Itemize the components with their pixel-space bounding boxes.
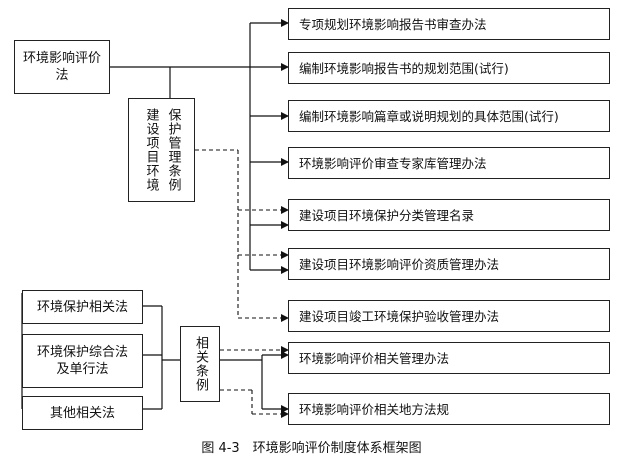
node-label: 相关条例: [193, 336, 208, 392]
regulation-dashed-connectors: [195, 149, 289, 322]
node-construction-project-regulation: 建设项目环境 保护管理条例: [128, 98, 195, 202]
figure-caption: 图 4-3 环境影响评价制度体系框架图: [201, 441, 422, 456]
node-env-impact-assessment-law: 环境影响评价法: [14, 40, 110, 94]
node-label: 建设项目环境保护分类管理名录: [299, 207, 475, 223]
node-right-9: 环境影响评价相关地方法规: [288, 393, 610, 425]
node-label: 其他相关法: [49, 405, 115, 421]
node-label: 环境保护相关法: [36, 299, 128, 315]
node-label: 编制环境影响报告书的规划范围(试行): [299, 60, 509, 76]
node-related-regulation: 相关条例: [180, 326, 220, 402]
node-label: 环境影响评价法: [23, 51, 102, 83]
node-right-5: 建设项目环境保护分类管理名录: [288, 199, 610, 231]
node-label: 编制环境影响篇章或说明规划的具体范围(试行): [299, 108, 559, 124]
node-right-2: 编制环境影响报告书的规划范围(试行): [288, 52, 610, 84]
law-solid-connectors: [110, 19, 289, 274]
related-regulation-dashed-connectors: [220, 346, 289, 418]
node-label: 环境保护综合法及单行法: [36, 345, 128, 377]
node-right-6: 建设项目环境影响评价资质管理办法: [288, 248, 610, 280]
related-regulation-connectors: [220, 351, 289, 413]
node-right-7: 建设项目竣工环境保护验收管理办法: [288, 300, 610, 332]
node-env-comprehensive-law: 环境保护综合法及单行法: [22, 334, 143, 388]
node-label: 建设项目环境影响评价资质管理办法: [299, 256, 500, 272]
node-label: 专项规划环境影响报告书审查办法: [299, 16, 487, 32]
node-other-related-law: 其他相关法: [22, 396, 143, 430]
node-right-8: 环境影响评价相关管理办法: [288, 342, 610, 374]
node-label: 环境影响评价审查专家库管理办法: [299, 155, 487, 171]
node-right-4: 环境影响评价审查专家库管理办法: [288, 147, 610, 179]
node-right-3: 编制环境影响篇章或说明规划的具体范围(试行): [288, 100, 610, 132]
node-label-column-1: 保护管理条例: [165, 108, 181, 192]
node-right-1: 专项规划环境影响报告书审查办法: [288, 8, 610, 40]
node-env-related-law: 环境保护相关法: [22, 290, 143, 324]
node-label: 环境影响评价相关地方法规: [299, 401, 450, 417]
node-label: 建设项目竣工环境保护验收管理办法: [299, 308, 500, 324]
node-label: 环境影响评价相关管理办法: [299, 350, 450, 366]
node-label-column-2: 建设项目环境: [143, 108, 159, 192]
